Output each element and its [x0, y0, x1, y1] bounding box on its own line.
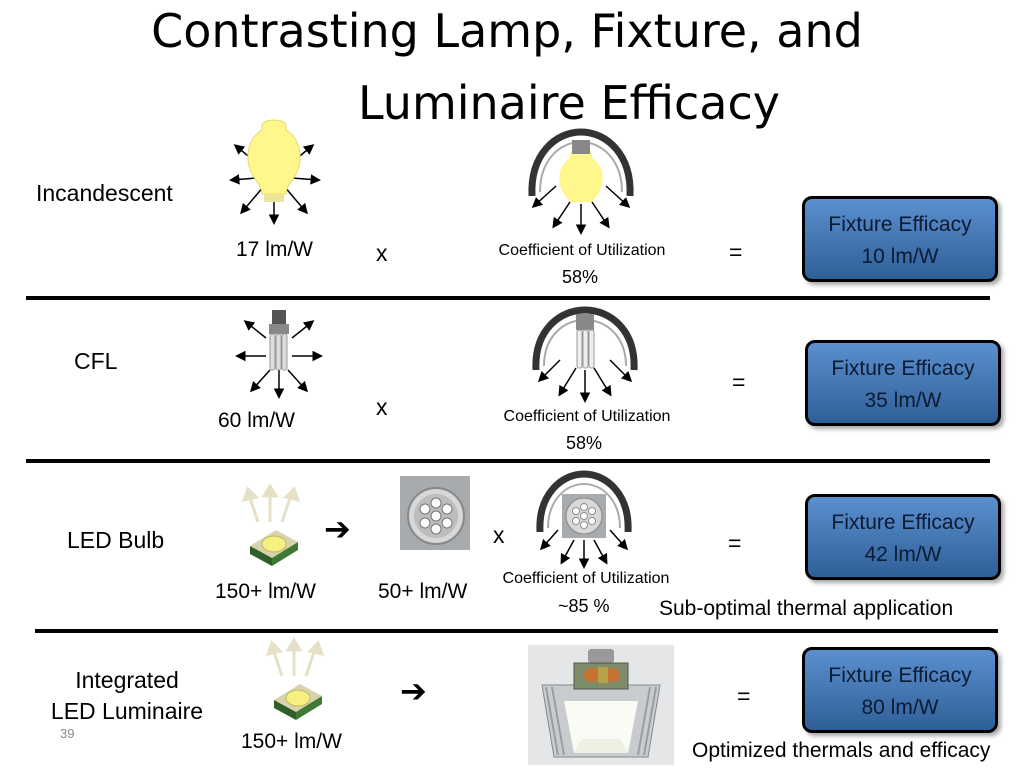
title-line-1: Contrasting Lamp, Fixture, and — [151, 4, 863, 58]
cu-label-led: Coefficient of Utilization — [502, 570, 670, 587]
multiply-sign-2: x — [376, 394, 388, 420]
arrow-icon: ➔ — [400, 672, 427, 710]
fixture-efficacy-box-integrated: Fixture Efficacy 80 lm/W — [802, 647, 998, 733]
thermal-note-led-bulb: Sub-optimal thermal application — [659, 597, 954, 620]
fixture-dome-icon — [528, 128, 634, 235]
fixture-efficacy-label: Fixture Efficacy — [828, 664, 972, 687]
fixture-dome-icon — [532, 306, 638, 403]
cu-value-cfl: 58% — [566, 433, 603, 453]
lamp-efficacy-incandescent: 17 lm/W — [236, 238, 314, 261]
fixture-efficacy-label: Fixture Efficacy — [831, 357, 975, 380]
fixture-efficacy-value: 35 lm/W — [864, 389, 942, 412]
lamp-efficacy-cfl: 60 lm/W — [218, 409, 296, 432]
cfl-bulb-icon — [235, 310, 323, 399]
fixture-efficacy-box-cfl: Fixture Efficacy 35 lm/W — [805, 340, 1001, 426]
fixture-efficacy-value: 10 lm/W — [861, 245, 939, 268]
row-divider-1 — [26, 296, 990, 300]
led-chip-icon — [241, 483, 301, 566]
luminaire-photo-icon — [528, 645, 674, 765]
equals-sign-3: = — [728, 530, 742, 556]
row-label-line-2: LED Luminaire — [50, 698, 204, 724]
cu-label-incandescent: Coefficient of Utilization — [498, 242, 666, 259]
led-chip-icon — [265, 637, 325, 720]
lamp-efficacy-led-chip: 150+ lm/W — [215, 580, 316, 603]
title-line-2: Luminaire Efficacy — [357, 76, 781, 130]
equals-sign-2: = — [732, 369, 746, 395]
row-label-cfl: CFL — [74, 348, 118, 374]
page-number: 39 — [60, 726, 75, 741]
row-label-line-1: Integrated — [75, 667, 179, 693]
cu-value-led: ~85 % — [558, 596, 610, 616]
row-label-incandescent: Incandescent — [36, 180, 173, 206]
row-divider-2 — [26, 459, 990, 463]
fixture-dome-icon — [536, 470, 632, 569]
arrow-icon: ➔ — [324, 510, 351, 548]
incandescent-bulb-icon — [229, 119, 321, 225]
page-title: Contrasting Lamp, Fixture, and Luminaire… — [0, 8, 1024, 126]
cu-label-cfl: Coefficient of Utilization — [503, 408, 671, 425]
fixture-efficacy-box-led-bulb: Fixture Efficacy 42 lm/W — [805, 494, 1001, 580]
lamp-efficacy-integrated: 150+ lm/W — [241, 730, 342, 753]
led-bulb-photo-icon — [400, 476, 470, 550]
fixture-efficacy-value: 80 lm/W — [861, 696, 939, 719]
equals-sign-4: = — [737, 683, 751, 709]
bulb-efficacy-led: 50+ lm/W — [378, 580, 468, 603]
multiply-sign-1: x — [376, 240, 388, 266]
row-divider-3 — [35, 629, 998, 633]
row-label-led-bulb: LED Bulb — [67, 527, 165, 553]
row-label-integrated-led-luminaire: Integrated LED Luminaire — [40, 665, 214, 727]
fixture-efficacy-label: Fixture Efficacy — [831, 511, 975, 534]
fixture-efficacy-value: 42 lm/W — [864, 543, 942, 566]
thermal-note-integrated: Optimized thermals and efficacy — [692, 739, 991, 762]
fixture-efficacy-box-incandescent: Fixture Efficacy 10 lm/W — [802, 196, 998, 282]
fixture-efficacy-label: Fixture Efficacy — [828, 213, 972, 236]
cu-value-incandescent: 58% — [562, 267, 599, 287]
multiply-sign-3: x — [493, 522, 505, 548]
equals-sign-1: = — [729, 239, 743, 265]
